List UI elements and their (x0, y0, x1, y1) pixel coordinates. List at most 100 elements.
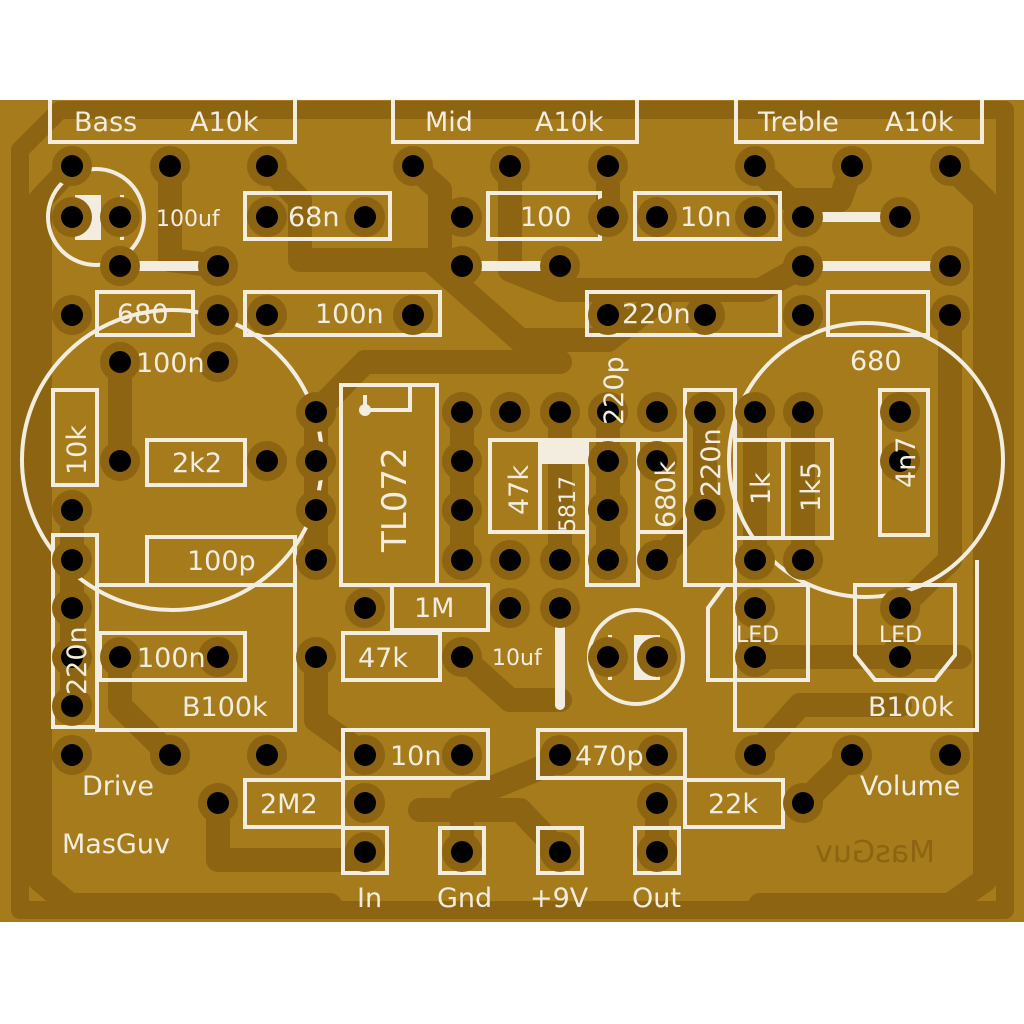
pad-drill-hole (646, 792, 668, 814)
pad-drill-hole (597, 549, 619, 571)
pad-drill-hole (694, 304, 716, 326)
pad-drill-hole (256, 744, 278, 766)
label-10k: 10k (62, 425, 93, 475)
pad-drill-hole (792, 304, 814, 326)
pad-drill-hole (109, 351, 131, 373)
label-680-right: 680 (850, 346, 902, 377)
pad-drill-hole (646, 646, 668, 668)
cap-100uf-outline (46, 167, 146, 267)
pad-drill-hole (694, 499, 716, 521)
label-100n-bottom: 100n (137, 643, 206, 674)
pad-drill-hole (597, 206, 619, 228)
pad-drill-hole (207, 646, 229, 668)
pad-drill-hole (207, 255, 229, 277)
pad-drill-hole (61, 499, 83, 521)
ic-outline (339, 383, 439, 587)
pad-drill-hole (256, 304, 278, 326)
pad-drill-hole (939, 744, 961, 766)
pad-drill-hole (256, 155, 278, 177)
label-led-2: LED (879, 623, 922, 648)
pad-drill-hole (499, 155, 521, 177)
pad-drill-hole (159, 744, 181, 766)
pad-drill-hole (159, 155, 181, 177)
pot-label-drive: Drive (82, 771, 154, 802)
pad-drill-hole (109, 450, 131, 472)
label-100n-top: 100n (315, 299, 384, 330)
pad-drill-hole (451, 646, 473, 668)
pad-drill-hole (549, 744, 571, 766)
label-1M: 1M (414, 593, 454, 624)
pad-drill-hole (61, 549, 83, 571)
pad-drill-hole (744, 744, 766, 766)
label-2M2: 2M2 (260, 789, 318, 820)
labels: Bass A10k Mid A10k Treble A10k 100uf 68n… (62, 107, 960, 914)
pad-drill-hole (549, 255, 571, 277)
pot-outline-bass (48, 100, 297, 144)
circle-outline-right (727, 321, 1005, 599)
label-680-left: 680 (117, 299, 169, 330)
pad-drill-hole (597, 155, 619, 177)
pad-drill-hole (451, 499, 473, 521)
pad-drill-hole (451, 206, 473, 228)
label-tl072: TL072 (375, 447, 415, 553)
pad-drill-hole (499, 401, 521, 423)
connector-label-in: In (357, 883, 382, 914)
pot-outline-volume (733, 560, 979, 732)
pot-label-mid: Mid (425, 107, 473, 138)
pad-drill-hole (549, 841, 571, 863)
pad-drill-hole (744, 646, 766, 668)
pad-drill-hole (597, 646, 619, 668)
pad-drill-hole (354, 792, 376, 814)
connector-label-9v: +9V (530, 883, 589, 914)
pot-label-treble: Treble (757, 107, 839, 138)
silkscreen (20, 100, 1005, 875)
pad-drill-hole (61, 155, 83, 177)
pad-drill-hole (109, 646, 131, 668)
pad-drill-hole (889, 206, 911, 228)
label-470p: 470p (575, 741, 644, 772)
pad-drill-hole (939, 304, 961, 326)
pad-drill-hole (646, 401, 668, 423)
label-led-1: LED (736, 623, 779, 648)
pad-drill-hole (792, 206, 814, 228)
pad-drill-hole (61, 695, 83, 717)
pad-drill-hole (841, 155, 863, 177)
connector-label-out: Out (632, 883, 681, 914)
label-100p: 100p (187, 546, 256, 577)
pad-drill-hole (305, 499, 327, 521)
pot-value-volume: B100k (868, 692, 954, 723)
pad-drill-hole (305, 549, 327, 571)
pad-drill-hole (549, 401, 571, 423)
label-10n-bottom: 10n (390, 741, 441, 772)
back-brand-label: MasGuv (815, 835, 935, 870)
pad-drill-hole (499, 597, 521, 619)
pad-drill-hole (451, 401, 473, 423)
pad-drill-hole (549, 597, 571, 619)
label-100n-left: 100n (136, 348, 205, 379)
connector-label-gnd: Gnd (437, 883, 492, 914)
pad-drill-hole (499, 549, 521, 571)
pad-drill-hole (354, 206, 376, 228)
pad-drill-hole (61, 646, 83, 668)
pad-drill-hole (889, 646, 911, 668)
label-220p: 220p (599, 356, 630, 425)
label-4n7: 4n7 (891, 437, 922, 488)
label-68n: 68n (288, 202, 339, 233)
pad-drill-hole (402, 155, 424, 177)
pad-drill-hole (744, 597, 766, 619)
label-680k: 680k (651, 460, 682, 528)
pot-value-drive: B100k (182, 692, 268, 723)
label-100uf: 100uf (156, 207, 221, 232)
label-2k2: 2k2 (172, 448, 222, 479)
pad-drill-hole (744, 206, 766, 228)
pad-drill-hole (939, 155, 961, 177)
label-5817: 5817 (556, 476, 581, 532)
label-1k: 1k (746, 472, 777, 505)
pot-label-bass: Bass (74, 107, 137, 138)
label-10uf: 10uf (492, 646, 543, 671)
pad-drill-hole (744, 155, 766, 177)
pad-drill-hole (646, 841, 668, 863)
pad-drill-hole (354, 597, 376, 619)
pad-drill-hole (451, 744, 473, 766)
